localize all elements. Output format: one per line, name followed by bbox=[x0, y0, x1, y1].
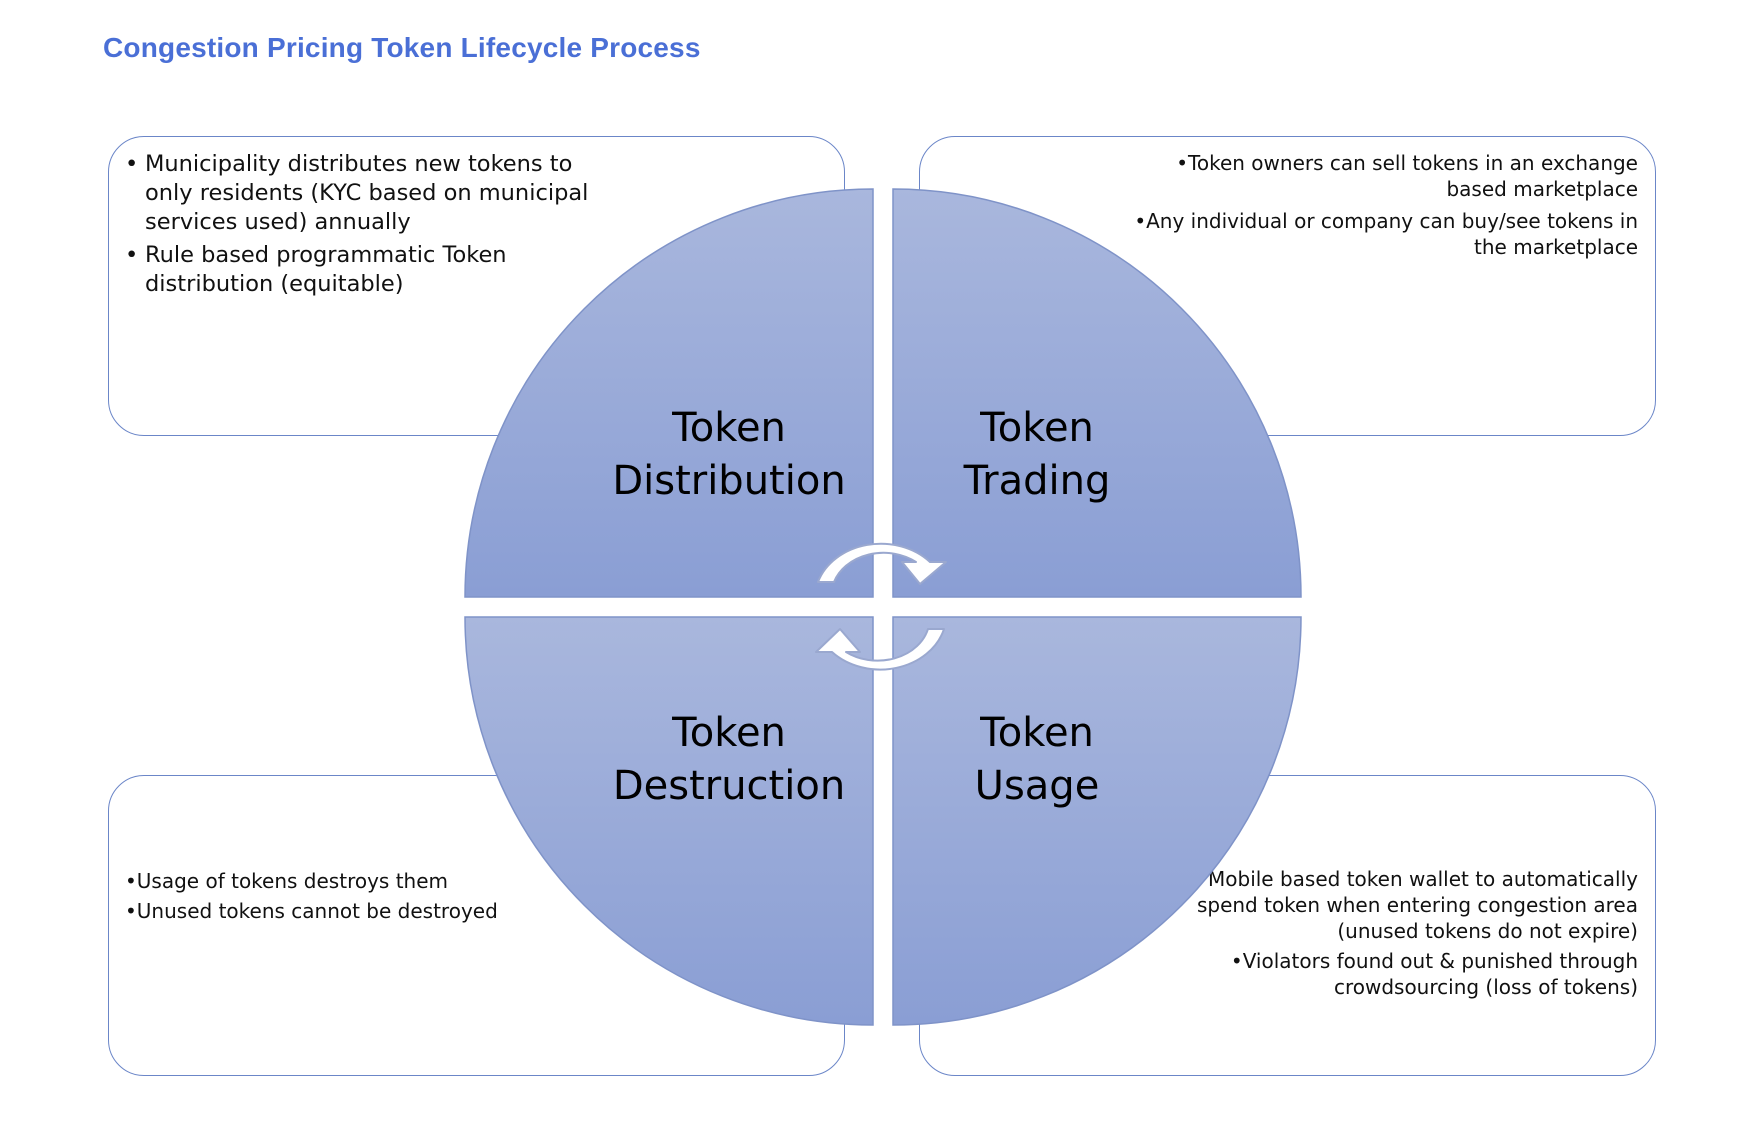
distribution-note: Municipality distributes new tokens to o… bbox=[125, 150, 595, 237]
trading-notes: Token owners can sell tokens in an excha… bbox=[1118, 150, 1638, 266]
destruction-label-line1: Token bbox=[671, 710, 786, 756]
cycle-arrow-bottom-icon bbox=[815, 628, 945, 671]
usage-note: Violators found out & punished through c… bbox=[1168, 948, 1638, 1000]
page-title: Congestion Pricing Token Lifecycle Proce… bbox=[103, 32, 701, 63]
quadrant-destruction bbox=[464, 616, 874, 1026]
quadrant-trading bbox=[892, 188, 1302, 598]
quadrant-distribution bbox=[464, 188, 874, 598]
distribution-notes: Municipality distributes new tokens to o… bbox=[125, 150, 595, 303]
trading-note: Any individual or company can buy/see to… bbox=[1118, 208, 1638, 260]
destruction-note: Unused tokens cannot be destroyed bbox=[125, 896, 625, 926]
destruction-notes: Usage of tokens destroys them Unused tok… bbox=[125, 866, 625, 926]
quadrant-usage bbox=[892, 616, 1302, 1026]
usage-note: Mobile based token wallet to automatical… bbox=[1168, 866, 1638, 944]
distribution-label-line2: Distribution bbox=[612, 458, 845, 504]
distribution-note: Rule based programmatic Token distributi… bbox=[125, 241, 595, 299]
circle-quadrants bbox=[464, 188, 1302, 1026]
trading-label-line2: Trading bbox=[963, 458, 1111, 504]
trading-note: Token owners can sell tokens in an excha… bbox=[1118, 150, 1638, 202]
distribution-label-line1: Token bbox=[671, 405, 786, 451]
usage-label-line1: Token bbox=[979, 710, 1094, 756]
destruction-note: Usage of tokens destroys them bbox=[125, 866, 625, 896]
usage-notes: Mobile based token wallet to automatical… bbox=[1168, 866, 1638, 1004]
destruction-label-line2: Destruction bbox=[613, 763, 845, 809]
cycle-arrow-top-icon bbox=[817, 542, 947, 585]
usage-label-line2: Usage bbox=[975, 763, 1100, 809]
trading-label-line1: Token bbox=[979, 405, 1094, 451]
